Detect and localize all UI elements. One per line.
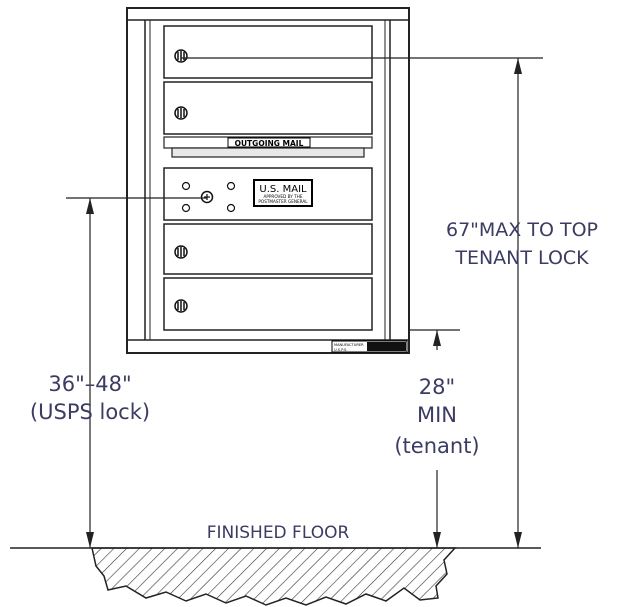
usps-lock-icon (200, 190, 214, 204)
arrow-up-icon (433, 330, 441, 346)
min-height-label: MIN (417, 403, 457, 427)
manufacturer-plate-line2: U.S.P.S. (334, 348, 347, 352)
arrow-down-icon (433, 532, 441, 548)
usps-label-line2: POSTMASTER GENERAL (258, 199, 308, 204)
tenant-door-4 (163, 277, 373, 331)
arrow-down-icon (514, 532, 522, 548)
outgoing-mail-flap (171, 147, 365, 158)
manufacturer-plate-line1: MANUFACTURER (334, 343, 364, 347)
usps-label-panel (253, 179, 313, 207)
floor-label: FINISHED FLOOR (207, 523, 350, 543)
rivet-icon (226, 181, 236, 191)
lock-icon (174, 49, 188, 63)
max-height-label-line2: TENANT LOCK (454, 247, 589, 269)
max-height-label-line1: 67"MAX TO TOP (446, 219, 598, 241)
lock-icon (174, 299, 188, 313)
usps-label-line1: APPROVED BY THE (264, 194, 303, 199)
dimension-arrows (86, 58, 522, 548)
lock-icon (174, 245, 188, 259)
tenant-door-1 (163, 25, 373, 79)
rivet-icon (226, 203, 236, 213)
usps-door-hardware (181, 181, 236, 213)
tenant-door-2 (163, 81, 373, 135)
mailbox-unit (126, 7, 410, 354)
arrow-down-icon (86, 532, 94, 548)
outgoing-mail-label-box (227, 137, 311, 148)
arrow-up-icon (514, 58, 522, 74)
floor-hatch-section (91, 547, 457, 606)
usps-door (163, 167, 373, 221)
min-height-note: (tenant) (394, 434, 479, 458)
outgoing-mail-label: OUTGOING MAIL (235, 139, 304, 148)
rivet-icon (181, 203, 191, 213)
manufacturer-plate-fill (367, 342, 406, 351)
usps-height-note: (USPS lock) (30, 400, 150, 424)
tenant-locks (174, 49, 188, 313)
min-height-value: 28" (419, 375, 455, 399)
lock-icon (174, 106, 188, 120)
usps-height-label: 36"–48" (48, 372, 131, 396)
arrow-up-icon (86, 198, 94, 214)
usps-label-title: U.S. MAIL (259, 184, 307, 195)
rivet-icon (181, 181, 191, 191)
tenant-door-3 (163, 223, 373, 275)
